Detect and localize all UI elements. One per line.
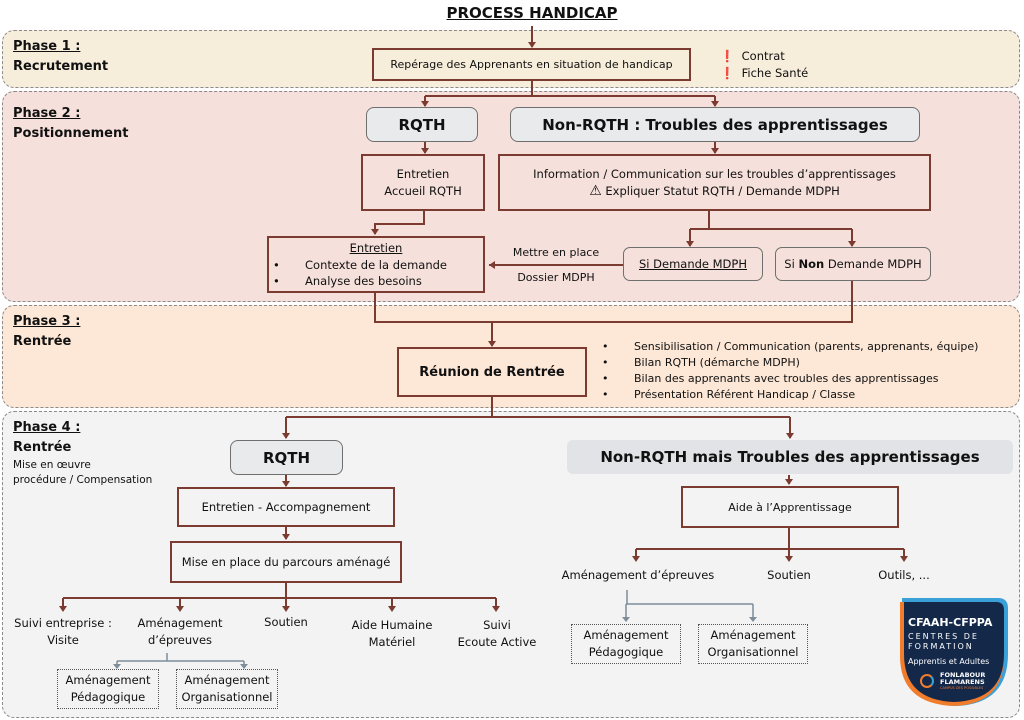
mettre-en-place-label: Mettre en place: [512, 246, 600, 259]
reperage-box: Repérage des Apprenants en situation de …: [372, 48, 691, 81]
p4-non-rqth-pill: Non-RQTH mais Troubles des apprentissage…: [567, 440, 1013, 474]
sub-line: Organisationnel: [181, 690, 273, 704]
entretien-title: Entretien: [349, 241, 403, 255]
alert-icon: ❗: [720, 49, 735, 63]
alert-text: Contrat: [741, 49, 785, 63]
non-rqth-output: Aménagement d’épreuves: [561, 568, 715, 582]
phase-4-name: Rentrée: [13, 440, 72, 455]
phase-2-label: Phase 2 :: [13, 106, 81, 121]
non-rqth-output: Soutien: [767, 568, 811, 582]
si-demande-mdph-box: Si Demande MDPH: [623, 247, 763, 281]
entretien-accompagnement-box: Entretien - Accompagnement: [177, 487, 395, 527]
phase-4-sub-1: Mise en œuvre: [13, 459, 91, 471]
non-rqth-pill: Non-RQTH : Troubles des apprentissages: [510, 107, 920, 142]
information-line: Information / Communication sur les trou…: [533, 166, 896, 181]
entretien-box: Entretien Contexte de la demande Analyse…: [267, 236, 485, 293]
information-line: Expliquer Statut RQTH / Demande MDPH: [605, 183, 840, 198]
phase-3-name: Rentrée: [13, 334, 72, 349]
logo-line4: Apprentis et Adultes: [908, 657, 990, 666]
parcours-amenage-box: Mise en place du parcours aménagé: [170, 541, 402, 583]
entretien-accueil-box: Entretien Accueil RQTH: [361, 154, 485, 211]
rqth-pill: RQTH: [366, 107, 478, 142]
logo-mark-icon: [920, 674, 934, 688]
information-box: Information / Communication sur les trou…: [498, 154, 931, 211]
logo-line6: FLAMARENS: [940, 678, 985, 686]
rqth-output-line: Suivi: [483, 618, 511, 632]
rqth-output-line: Visite: [47, 633, 79, 647]
reunion-item: Sensibilisation / Communication (parents…: [602, 339, 978, 355]
si-non-demande-mdph-box: Si Non Demande MDPH: [775, 247, 931, 281]
logo-line2: CENTRES DE: [908, 632, 979, 641]
phase-1-label: Phase 1 :: [13, 39, 81, 54]
reunion-item: Bilan RQTH (démarche MDPH): [602, 355, 978, 371]
sub-line: Aménagement: [583, 628, 669, 642]
reunion-items: Sensibilisation / Communication (parents…: [602, 339, 978, 403]
si-non-bold: Non: [798, 257, 825, 271]
logo-line1: CFAAH-CFPPA: [908, 616, 993, 629]
si-non-pre: Si: [784, 257, 795, 271]
warning-icon: ⚠: [589, 182, 602, 199]
entretien-item: Analyse des besoins: [273, 273, 483, 289]
rqth-output-line: Matériel: [368, 635, 416, 649]
non-rqth-output: Outils, ...: [878, 568, 930, 582]
sub-line: Pédagogique: [588, 645, 664, 659]
phase-1-name: Recrutement: [13, 59, 109, 74]
alert-icon: ❗: [720, 66, 735, 80]
dossier-mdph-label: Dossier MDPH: [517, 271, 595, 284]
reunion-item: Présentation Référent Handicap / Classe: [602, 387, 978, 403]
sub-line: Aménagement: [184, 673, 270, 687]
sub-line: Aménagement: [710, 628, 796, 642]
rqth-output-line: Ecoute Active: [457, 635, 537, 649]
rqth-output-line: Aménagement: [137, 616, 223, 630]
phase-2-name: Positionnement: [13, 126, 129, 141]
information-warning-line: ⚠ Expliquer Statut RQTH / Demande MDPH: [589, 183, 840, 200]
rqth-output: Suivi entreprise : Visite: [6, 615, 120, 649]
sub-line: Pédagogique: [70, 690, 146, 704]
entretien-item: Contexte de la demande: [273, 257, 483, 273]
entretien-accueil-line: Accueil RQTH: [384, 183, 462, 198]
rqth-output: Soutien: [246, 614, 326, 631]
page-title: PROCESS HANDICAP: [446, 4, 618, 22]
logo-line3: FORMATION: [908, 642, 974, 651]
rqth-output-line: Soutien: [264, 615, 308, 629]
alert-text: Fiche Santé: [741, 66, 809, 80]
alert-item: ❗ Fiche Santé: [720, 65, 808, 82]
cfaah-cfppa-logo: CFAAH-CFPPA CENTRES DE FORMATION Apprent…: [898, 594, 1010, 708]
rqth-output-line: d’épreuves: [147, 633, 213, 647]
phase-1-alerts: ❗ Contrat ❗ Fiche Santé: [720, 48, 808, 82]
phase-4-label: Phase 4 :: [13, 420, 81, 435]
phase-4-sub-2: procédure / Compensation: [13, 474, 153, 486]
sub-line: Aménagement: [65, 673, 151, 687]
rqth-output-line: Suivi entreprise :: [14, 616, 112, 630]
p4-rqth-pill: RQTH: [230, 440, 343, 475]
sub-line: Organisationnel: [707, 645, 799, 659]
rqth-output-line: Aide Humaine: [351, 618, 433, 632]
logo-line7: CAMPUS DES POSSIBLES: [940, 686, 984, 690]
logo-line5: FONLABOUR: [940, 671, 986, 679]
alert-item: ❗ Contrat: [720, 48, 808, 65]
si-non-post: Demande MDPH: [827, 257, 922, 271]
aide-apprentissage-box: Aide à l’Apprentissage: [681, 486, 899, 528]
phase-1-band: Phase 1 : Recrutement: [2, 30, 1020, 88]
reunion-rentree-box: Réunion de Rentrée: [397, 347, 587, 397]
phase-3-label: Phase 3 :: [13, 314, 81, 329]
reunion-item: Bilan des apprenants avec troubles des a…: [602, 371, 978, 387]
entretien-accueil-line: Entretien: [396, 166, 450, 181]
rqth-output: Aménagement d’épreuves: [120, 615, 240, 649]
